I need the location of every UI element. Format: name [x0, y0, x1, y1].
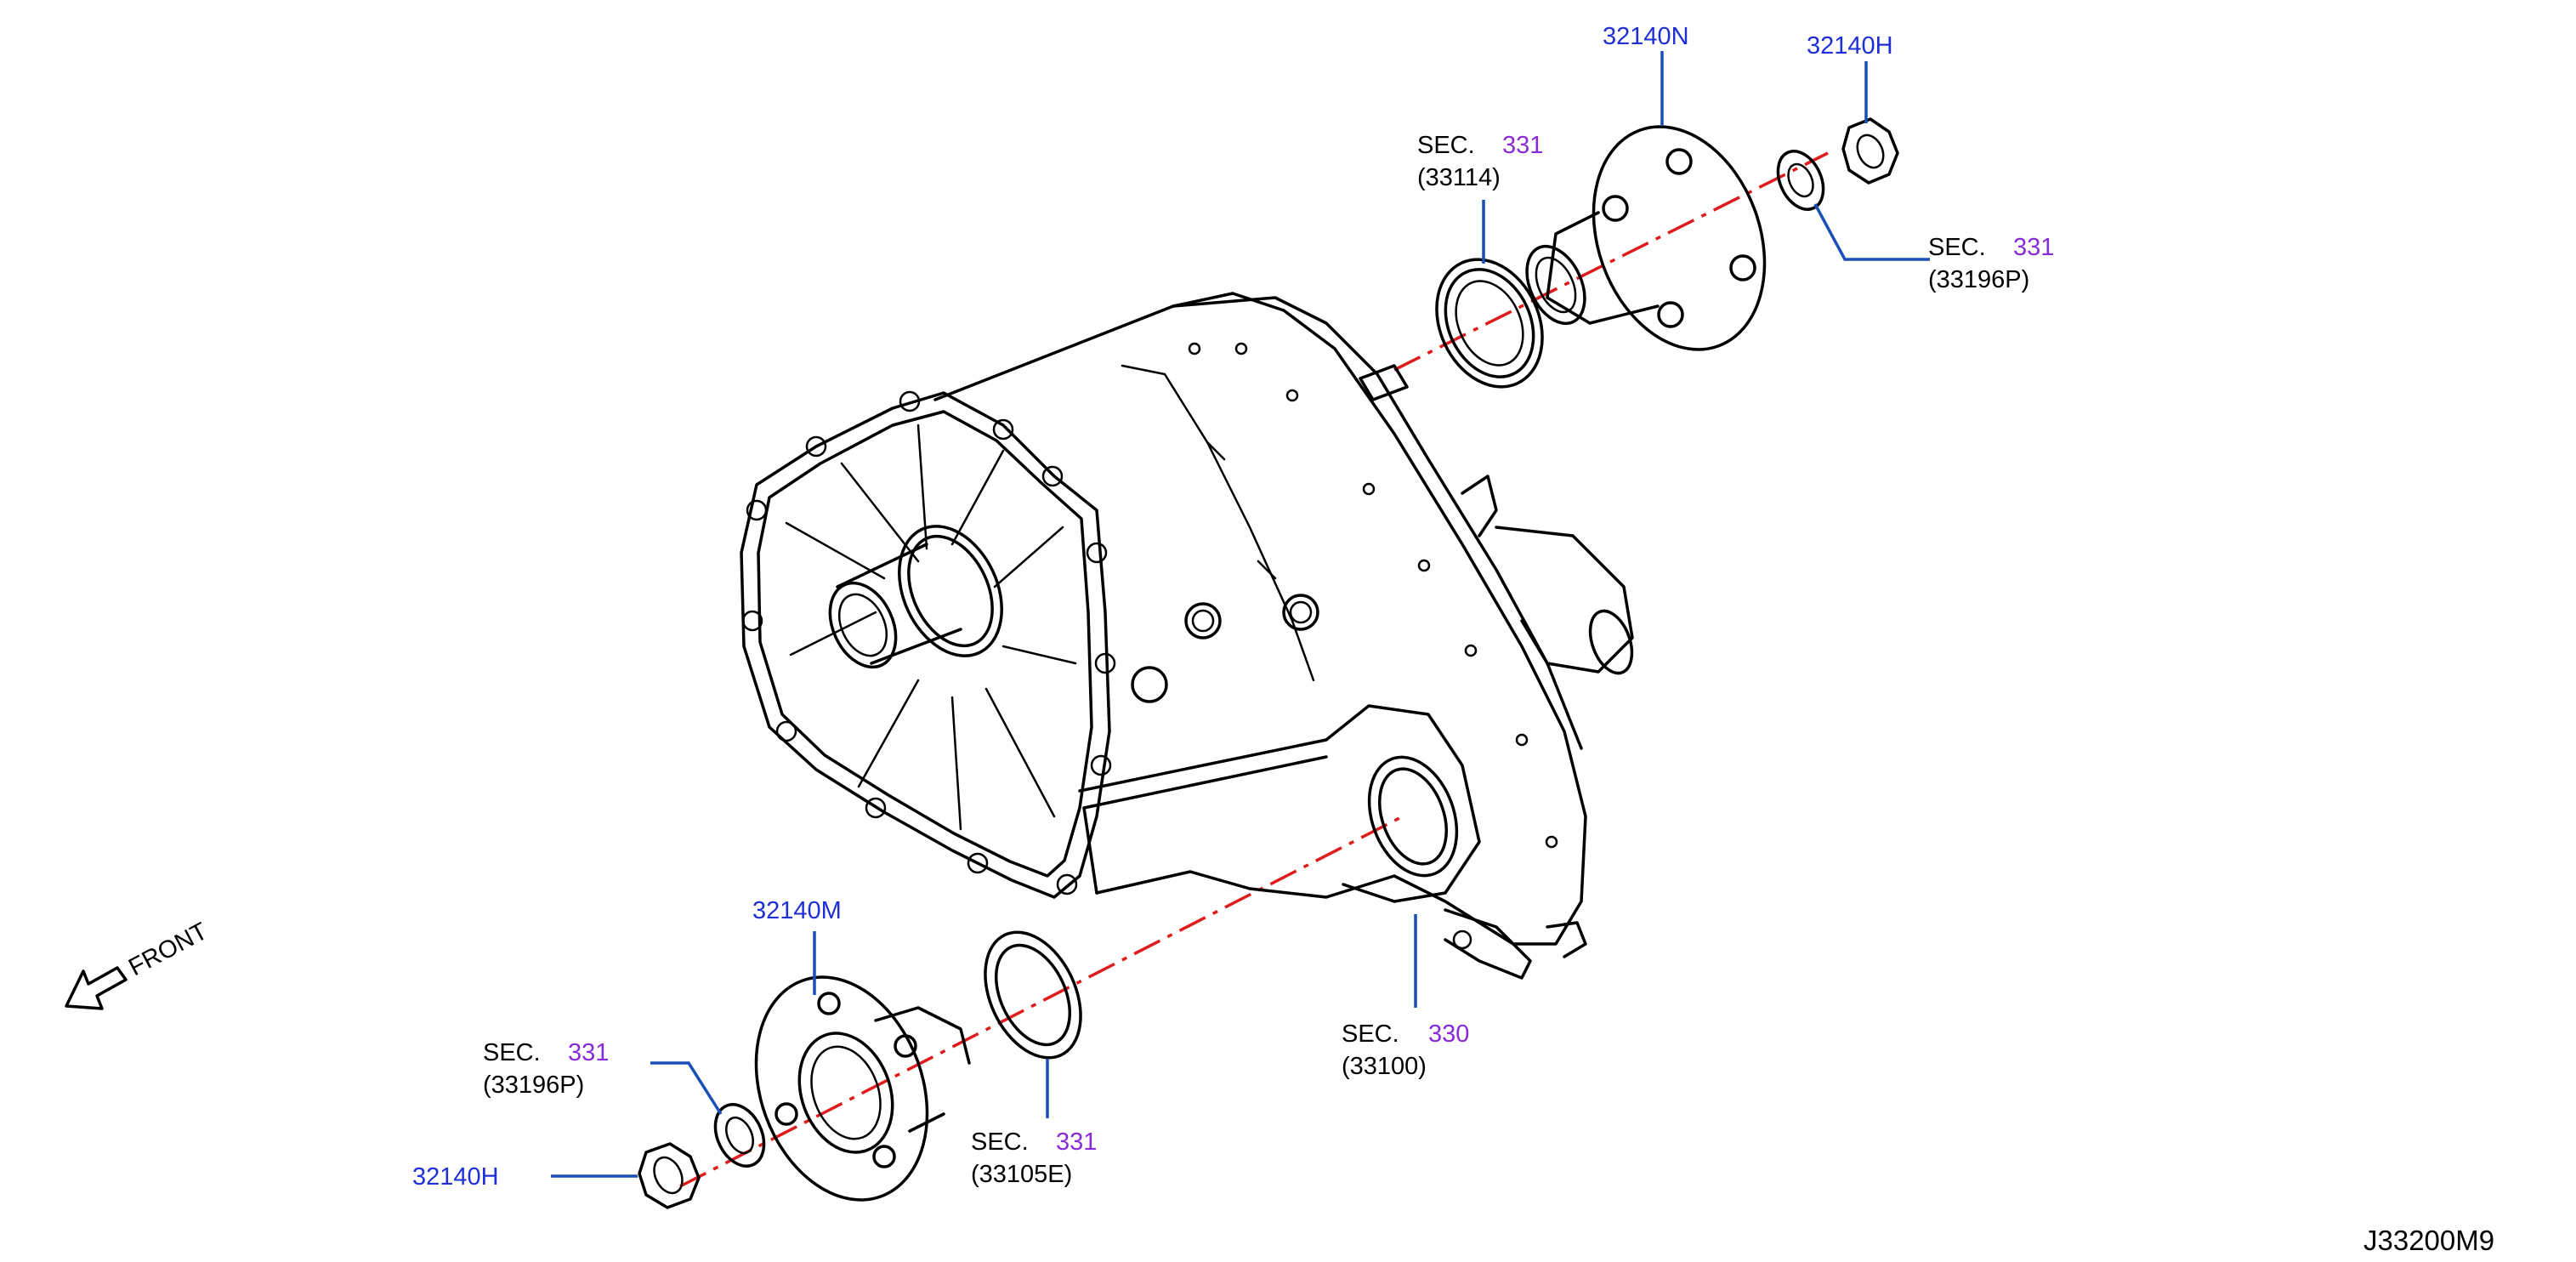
callout-sec-33100: SEC. 330 (33100) [1342, 1020, 1469, 1080]
sec-prefix: SEC. [1342, 1020, 1399, 1048]
callout-sec-33196P-right: SEC. 331 (33196P) [1928, 234, 2054, 293]
front-label: FRONT [124, 918, 212, 981]
companion-flange-32140M [754, 975, 971, 1202]
callout-sec-33196P-left: SEC. 331 (33196P) [483, 1039, 609, 1099]
sec-ref: (33105E) [971, 1161, 1072, 1188]
washer-33196P-top [1776, 150, 1825, 211]
callout-sec-33105E: SEC. 331 (33105E) [971, 1128, 1097, 1188]
sec-number: 330 [1428, 1020, 1469, 1048]
diagram-id: J33200M9 [2363, 1225, 2494, 1256]
part-label-32140N: 32140N [1603, 23, 1689, 50]
sec-number: 331 [1502, 132, 1543, 159]
part-label-32140M: 32140M [752, 897, 842, 924]
sec-number: 331 [568, 1039, 609, 1066]
front-indicator: FRONT [65, 918, 213, 1010]
nut-32140H-bottom [638, 1142, 701, 1209]
sec-ref: (33114) [1417, 164, 1501, 191]
sec-number: 331 [1056, 1128, 1097, 1156]
sec-prefix: SEC. [483, 1039, 541, 1066]
transfer-case-assembly [740, 292, 1634, 980]
sec-ref: (33196P) [1928, 266, 2029, 293]
sec-prefix: SEC. [1417, 132, 1475, 159]
callout-sec-33114: SEC. 331 (33114) [1417, 132, 1543, 191]
part-label-32140H-top: 32140H [1807, 32, 1893, 60]
part-label-32140H-bottom: 32140H [412, 1163, 499, 1191]
washer-33196P-bottom [713, 1103, 766, 1168]
sec-ref: (33100) [1342, 1053, 1427, 1080]
leader-33196P-left [650, 1061, 723, 1115]
companion-flange-32140N [1525, 125, 1767, 351]
sec-prefix: SEC. [971, 1128, 1029, 1156]
sec-prefix: SEC. [1928, 234, 1986, 261]
rear-output-axis [1393, 151, 1829, 372]
front-output-axis [679, 815, 1404, 1188]
front-arrow-icon [65, 966, 128, 1010]
sec-number: 331 [2013, 234, 2054, 261]
leader-33196P-right [1813, 203, 1930, 261]
oil-seal-33114 [1435, 258, 1544, 389]
oil-seal-33105E [984, 930, 1082, 1060]
sec-ref: (33196P) [483, 1072, 584, 1099]
nut-32140H-top [1841, 117, 1899, 185]
